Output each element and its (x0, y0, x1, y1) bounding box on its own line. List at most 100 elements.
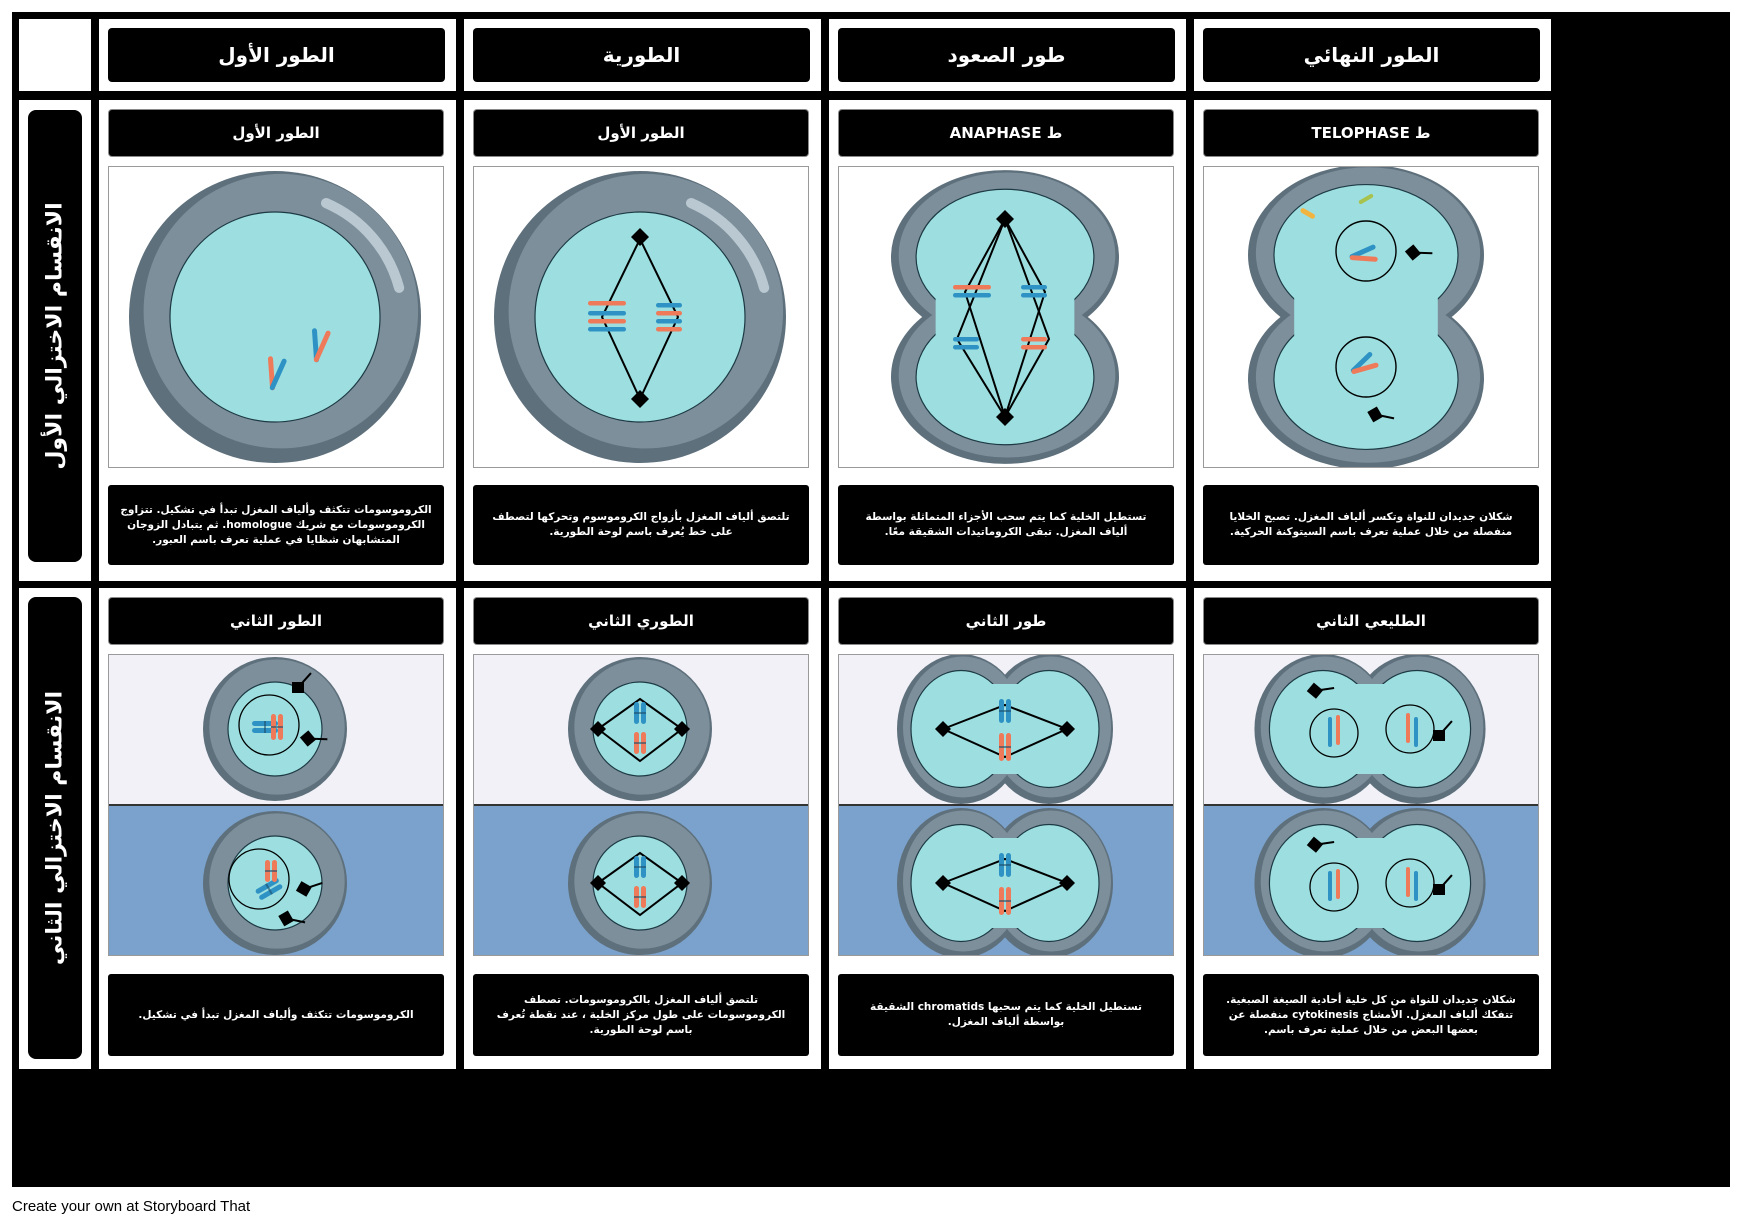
centrosome-icon (935, 721, 951, 737)
chromosome-icon (1406, 713, 1410, 743)
chromosome-icon (999, 887, 1011, 915)
column-header: الطور النهائي (1203, 28, 1540, 82)
nucleus (238, 694, 300, 756)
stage-title: ANAPHASE ط (839, 110, 1173, 156)
stage-caption: شكلان جديدان للنواة من كل خلية أحادية ال… (1203, 974, 1539, 1056)
chromosome-icon (634, 886, 646, 908)
stage-caption: تلتصق ألياف المغزل بالكروموسومات. تصطف ا… (473, 974, 809, 1056)
stage-cell: الطور الأول الكروموسومات تتكثف وألياف الم… (99, 100, 456, 581)
centrosome-icon (996, 408, 1014, 426)
stage-illustration (108, 654, 444, 956)
chromosome-icon (265, 860, 277, 882)
column-header-cell: الطور النهائي (1194, 19, 1551, 91)
chromatid-icon (953, 293, 991, 298)
row-label-cell: الانقسام الاختزالي الأول (19, 100, 91, 581)
stage-illustration (1203, 166, 1539, 468)
prophase-i-illustration (129, 171, 421, 463)
chromatid-icon (588, 327, 626, 332)
column-header: الطورية (473, 28, 810, 82)
stage-title: طور الثاني (839, 598, 1173, 644)
stage-caption: الكروموسومات تتكثف وألياف المغزل تبدأ في… (108, 974, 444, 1056)
chromosome-icon (1349, 244, 1378, 262)
stage-caption: تستطيل الخلية كما يتم سحبها chromatids ا… (838, 974, 1174, 1056)
stage-cell: طور الثاني تستطيل الخلية كما يتم سحبها ch… (829, 588, 1186, 1069)
corner-cell (19, 19, 91, 91)
centriole-icon (1300, 208, 1316, 219)
metaphase-i-illustration (494, 171, 786, 463)
chromosome-icon (1414, 871, 1418, 901)
chromosome-icon (999, 733, 1011, 761)
column-header: الطور الأول (108, 28, 445, 82)
centriole-icon (292, 672, 312, 693)
chromatid-icon (588, 319, 626, 324)
chromosome-icon (271, 714, 283, 740)
homologous-pair-icon (311, 328, 331, 363)
telophase-i-illustration (1248, 167, 1484, 467)
nucleus (1309, 708, 1359, 758)
chromatid-icon (656, 303, 682, 308)
meiosis-ii-illustration (568, 657, 712, 955)
stage-title: الطليعي الثاني (1204, 598, 1538, 644)
centrosome-icon (631, 228, 649, 246)
chromatid-icon (1021, 337, 1047, 342)
row-label-cell: الانقسام الاختزالي الثاني (19, 588, 91, 1069)
chromosome-icon (1328, 717, 1332, 747)
centrosome-icon (996, 210, 1014, 228)
chromatid-icon (656, 319, 682, 324)
stage-title: الطوري الثاني (474, 598, 808, 644)
stage-caption: تستطيل الخلية كما يتم سحب الأجزاء المتما… (838, 485, 1174, 565)
stage-cell: الطور الأول تلتصق ألياف المغزل بأزواج الك… (464, 100, 821, 581)
centrosome-icon (1059, 875, 1075, 891)
column-header-cell: الطور الأول (99, 19, 456, 91)
stage-caption: الكروموسومات تتكثف وألياف المغزل تبدأ في… (108, 485, 444, 565)
meiosis-ii-illustration (897, 655, 1113, 955)
nucleus (1335, 220, 1397, 282)
centrosome-icon (674, 875, 690, 891)
chromosome-icon (1336, 715, 1340, 745)
row-label: الانقسام الاختزالي الثاني (28, 597, 82, 1059)
meiosis-ii-illustration (203, 657, 347, 955)
centrosome-icon (1059, 721, 1075, 737)
chromosome-icon (634, 856, 646, 878)
chromatid-icon (588, 311, 626, 316)
chromosome-icon (1336, 869, 1340, 899)
centriole-icon (1404, 244, 1433, 261)
centriole-icon (278, 910, 306, 927)
chromatid-icon (588, 301, 626, 306)
row-label-text: الانقسام الاختزالي الثاني (42, 690, 68, 966)
stage-title: الطور الأول (474, 110, 808, 156)
stage-caption: تلتصق ألياف المغزل بأزواج الكروموسوم وتح… (473, 485, 809, 565)
stage-cell: ANAPHASE ط تستطيل الخلية كما يتم سحب الأج… (829, 100, 1186, 581)
centriole-icon (295, 881, 323, 897)
nucleus (228, 848, 290, 910)
chromosome-icon (1414, 717, 1418, 747)
centrosome-icon (590, 721, 606, 737)
chromatid-icon (953, 345, 979, 350)
chromatid-icon (953, 285, 991, 290)
stage-title: الطور الثاني (109, 598, 443, 644)
chromatid-icon (656, 311, 682, 316)
cytoplasm (169, 211, 381, 423)
stage-title: الطور الأول (109, 110, 443, 156)
stage-cell: الطليعي الثاني شكلان جديدان للنواة من كل … (1194, 588, 1551, 1069)
stage-illustration (838, 654, 1174, 956)
chromosome-icon (999, 699, 1011, 723)
chromosome-icon (1328, 871, 1332, 901)
nucleus (1309, 862, 1359, 912)
centriole-icon (1433, 720, 1453, 741)
column-header-cell: طور الصعود (829, 19, 1186, 91)
centriole-icon (1306, 836, 1335, 853)
centrosome-icon (935, 875, 951, 891)
chromosome-icon (999, 853, 1011, 877)
row-label: الانقسام الاختزالي الأول (28, 110, 82, 562)
nucleus (1385, 704, 1435, 754)
column-header-cell: الطورية (464, 19, 821, 91)
footer-credit[interactable]: Create your own at Storyboard That (12, 1198, 251, 1215)
meiosis-ii-illustration (1254, 655, 1486, 955)
nucleus (1385, 858, 1435, 908)
row-label-text: الانقسام الاختزالي الأول (42, 202, 68, 470)
chromatid-icon (1021, 293, 1047, 298)
centriole-icon (1306, 682, 1335, 699)
centrosome-icon (590, 875, 606, 891)
